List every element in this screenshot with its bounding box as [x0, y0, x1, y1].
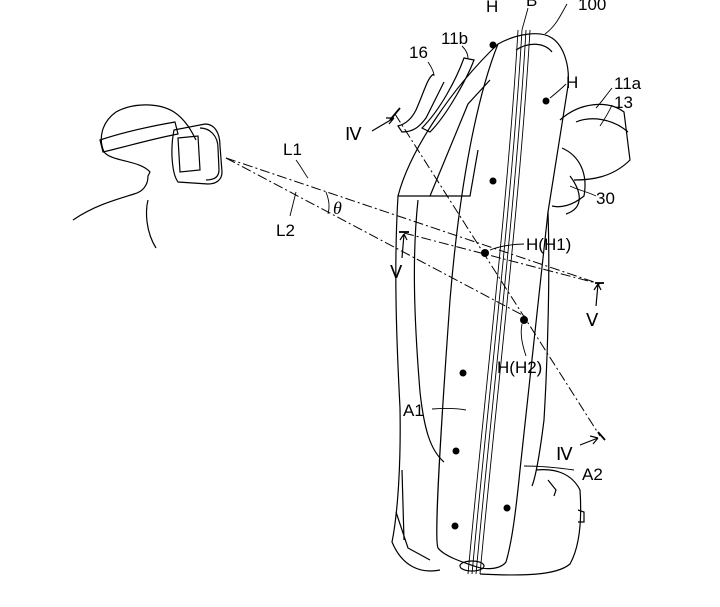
marker-left-bottom — [452, 523, 459, 530]
marker-top — [490, 42, 497, 49]
labels: 100 H B 11b 16 H 11a 13 30 Ⅳ Ⅴ Ⅴ Ⅳ L1 L2… — [276, 0, 642, 484]
section-V-arrow-right — [594, 284, 601, 306]
label-B: B — [526, 0, 537, 10]
marker-mid-upper — [490, 178, 497, 185]
lower-housing-tab — [548, 480, 556, 496]
label-V-left: Ⅴ — [390, 262, 403, 282]
label-H2: H(H2) — [497, 358, 542, 377]
rear-housing-outline — [392, 44, 498, 571]
center-rail-3 — [476, 30, 526, 574]
leader-13 — [600, 105, 612, 126]
leader-H2 — [521, 324, 526, 356]
label-theta: θ — [333, 198, 342, 218]
leader-100 — [545, 4, 567, 34]
label-13: 13 — [614, 93, 633, 112]
panel-11b — [422, 58, 474, 132]
marker-H1 — [481, 249, 489, 257]
marker-right-bottom — [504, 505, 511, 512]
label-A2: A2 — [582, 465, 603, 484]
label-30: 30 — [596, 189, 615, 208]
leader-A1 — [432, 408, 466, 410]
head-outline — [73, 105, 196, 220]
label-H1: H(H1) — [526, 235, 571, 254]
label-16: 16 — [409, 43, 428, 62]
section-line-V — [399, 232, 604, 306]
rear-bottom-foot — [396, 470, 430, 560]
head-strap — [100, 122, 178, 152]
lower-housing-outline — [480, 470, 581, 575]
headset-front-panel — [200, 128, 219, 180]
rear-upper-panel — [398, 80, 490, 196]
label-V-right: Ⅴ — [586, 310, 599, 330]
leader-L2 — [290, 192, 296, 216]
neck-line — [147, 200, 156, 248]
grip-outline — [560, 104, 630, 180]
label-L1: L1 — [283, 140, 302, 159]
marker-H2 — [520, 316, 528, 324]
user-head-with-headset — [73, 105, 222, 248]
label-11a: 11a — [614, 74, 642, 93]
marker-left-mid — [460, 370, 467, 377]
headset-visor — [178, 136, 200, 172]
leader-B — [522, 8, 528, 30]
label-IV-top: Ⅳ — [345, 124, 362, 144]
label-A1: A1 — [403, 401, 424, 420]
section-IV-arrow-bottom — [580, 436, 598, 445]
section-V-arrow-left — [400, 234, 407, 258]
marker-left-low — [453, 448, 460, 455]
label-L2: L2 — [276, 221, 295, 240]
leader-H-right — [550, 84, 566, 98]
controller-device — [392, 30, 630, 575]
marker-right-top — [543, 98, 550, 105]
center-rail-4 — [480, 30, 530, 574]
label-top-H: H — [486, 0, 498, 16]
section-IV-tick-bottom — [598, 432, 605, 440]
leader-30 — [570, 186, 596, 196]
label-IV-bottom: Ⅳ — [556, 444, 573, 464]
label-H-right: H — [566, 73, 578, 92]
center-rail-1 — [468, 30, 518, 574]
sight-line-L2 — [226, 158, 528, 318]
leader-L1 — [296, 160, 308, 178]
label-11b: 11b — [441, 29, 468, 48]
rear-upper-panel-fold — [430, 150, 478, 196]
label-100: 100 — [578, 0, 606, 14]
section-IV-arrow-top — [372, 118, 394, 131]
